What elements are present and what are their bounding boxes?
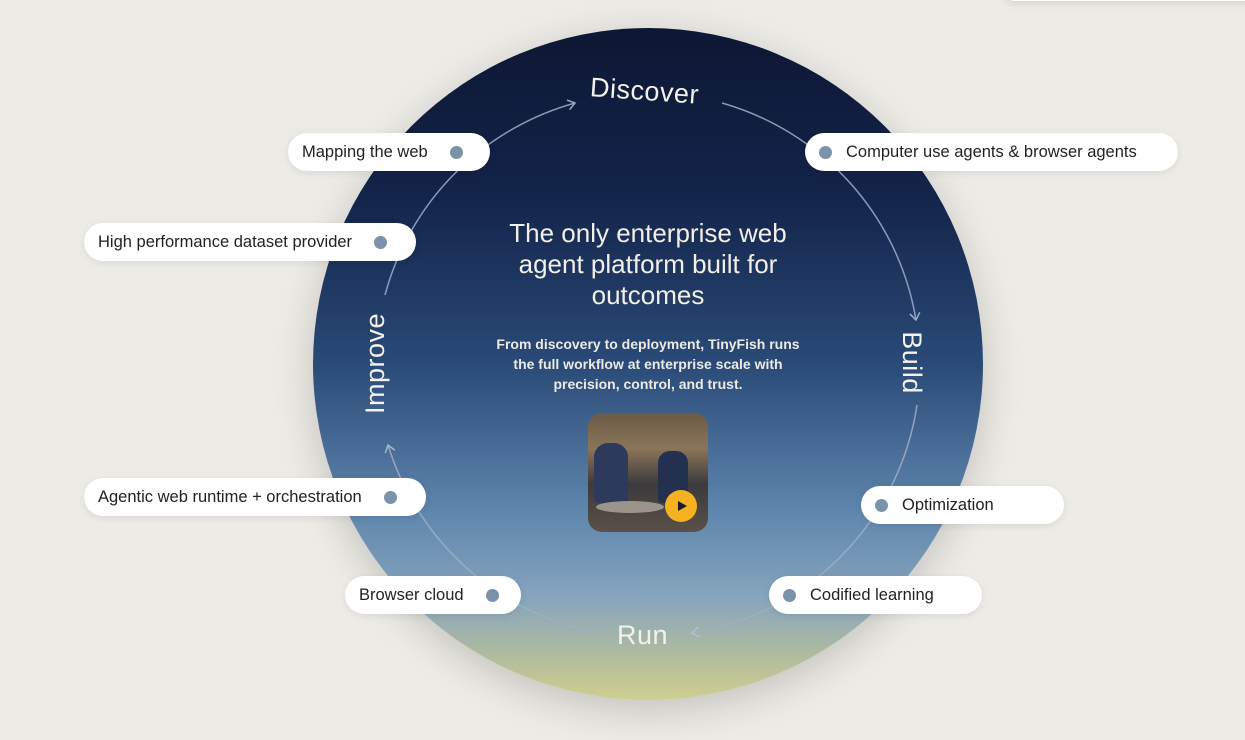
- dot-icon: [374, 235, 388, 249]
- pill-agentic-runtime[interactable]: Agentic web runtime + orchestration: [84, 478, 426, 516]
- pill-mapping-the-web[interactable]: Mapping the web: [288, 133, 490, 171]
- stage-run: Run: [617, 620, 669, 650]
- dot-icon: [875, 498, 888, 512]
- headline: The only enterprise web agent platform b…: [509, 218, 787, 310]
- pill-computer-use-agents[interactable]: Computer use agents & browser agents: [805, 133, 1178, 171]
- pill-browser-cloud[interactable]: Browser cloud: [345, 576, 521, 614]
- stage-improve: Improve: [360, 312, 391, 415]
- stage-build: Build: [896, 331, 927, 394]
- pill-label: Computer use agents & browser agents: [846, 142, 1137, 161]
- play-icon[interactable]: [665, 490, 697, 522]
- pill-label: Mapping the web: [302, 142, 428, 161]
- dot-icon: [485, 588, 499, 602]
- arc-discover-build: [721, 102, 921, 322]
- pill-label: Agentic web runtime + orchestration: [98, 487, 362, 506]
- pill-label: High performance dataset provider: [98, 232, 353, 251]
- pill-dataset-provider[interactable]: High performance dataset provider: [84, 223, 416, 261]
- pill-label: Browser cloud: [359, 585, 464, 604]
- dot-icon: [449, 145, 463, 159]
- pill-optimization[interactable]: Optimization: [861, 486, 1064, 524]
- coffee-table: [596, 501, 664, 513]
- subtext: From discovery to deployment, TinyFish r…: [496, 336, 800, 392]
- pill-label: Optimization: [902, 495, 994, 514]
- person-left: [594, 443, 628, 503]
- dot-icon: [819, 145, 832, 159]
- dot-icon: [783, 588, 796, 602]
- video-thumbnail[interactable]: [588, 413, 708, 532]
- top-card-edge: [1005, 0, 1245, 1]
- pill-label: Codified learning: [810, 585, 934, 604]
- pill-codified-learning[interactable]: Codified learning: [769, 576, 982, 614]
- dot-icon: [383, 490, 397, 504]
- arc-build-run: [690, 404, 918, 638]
